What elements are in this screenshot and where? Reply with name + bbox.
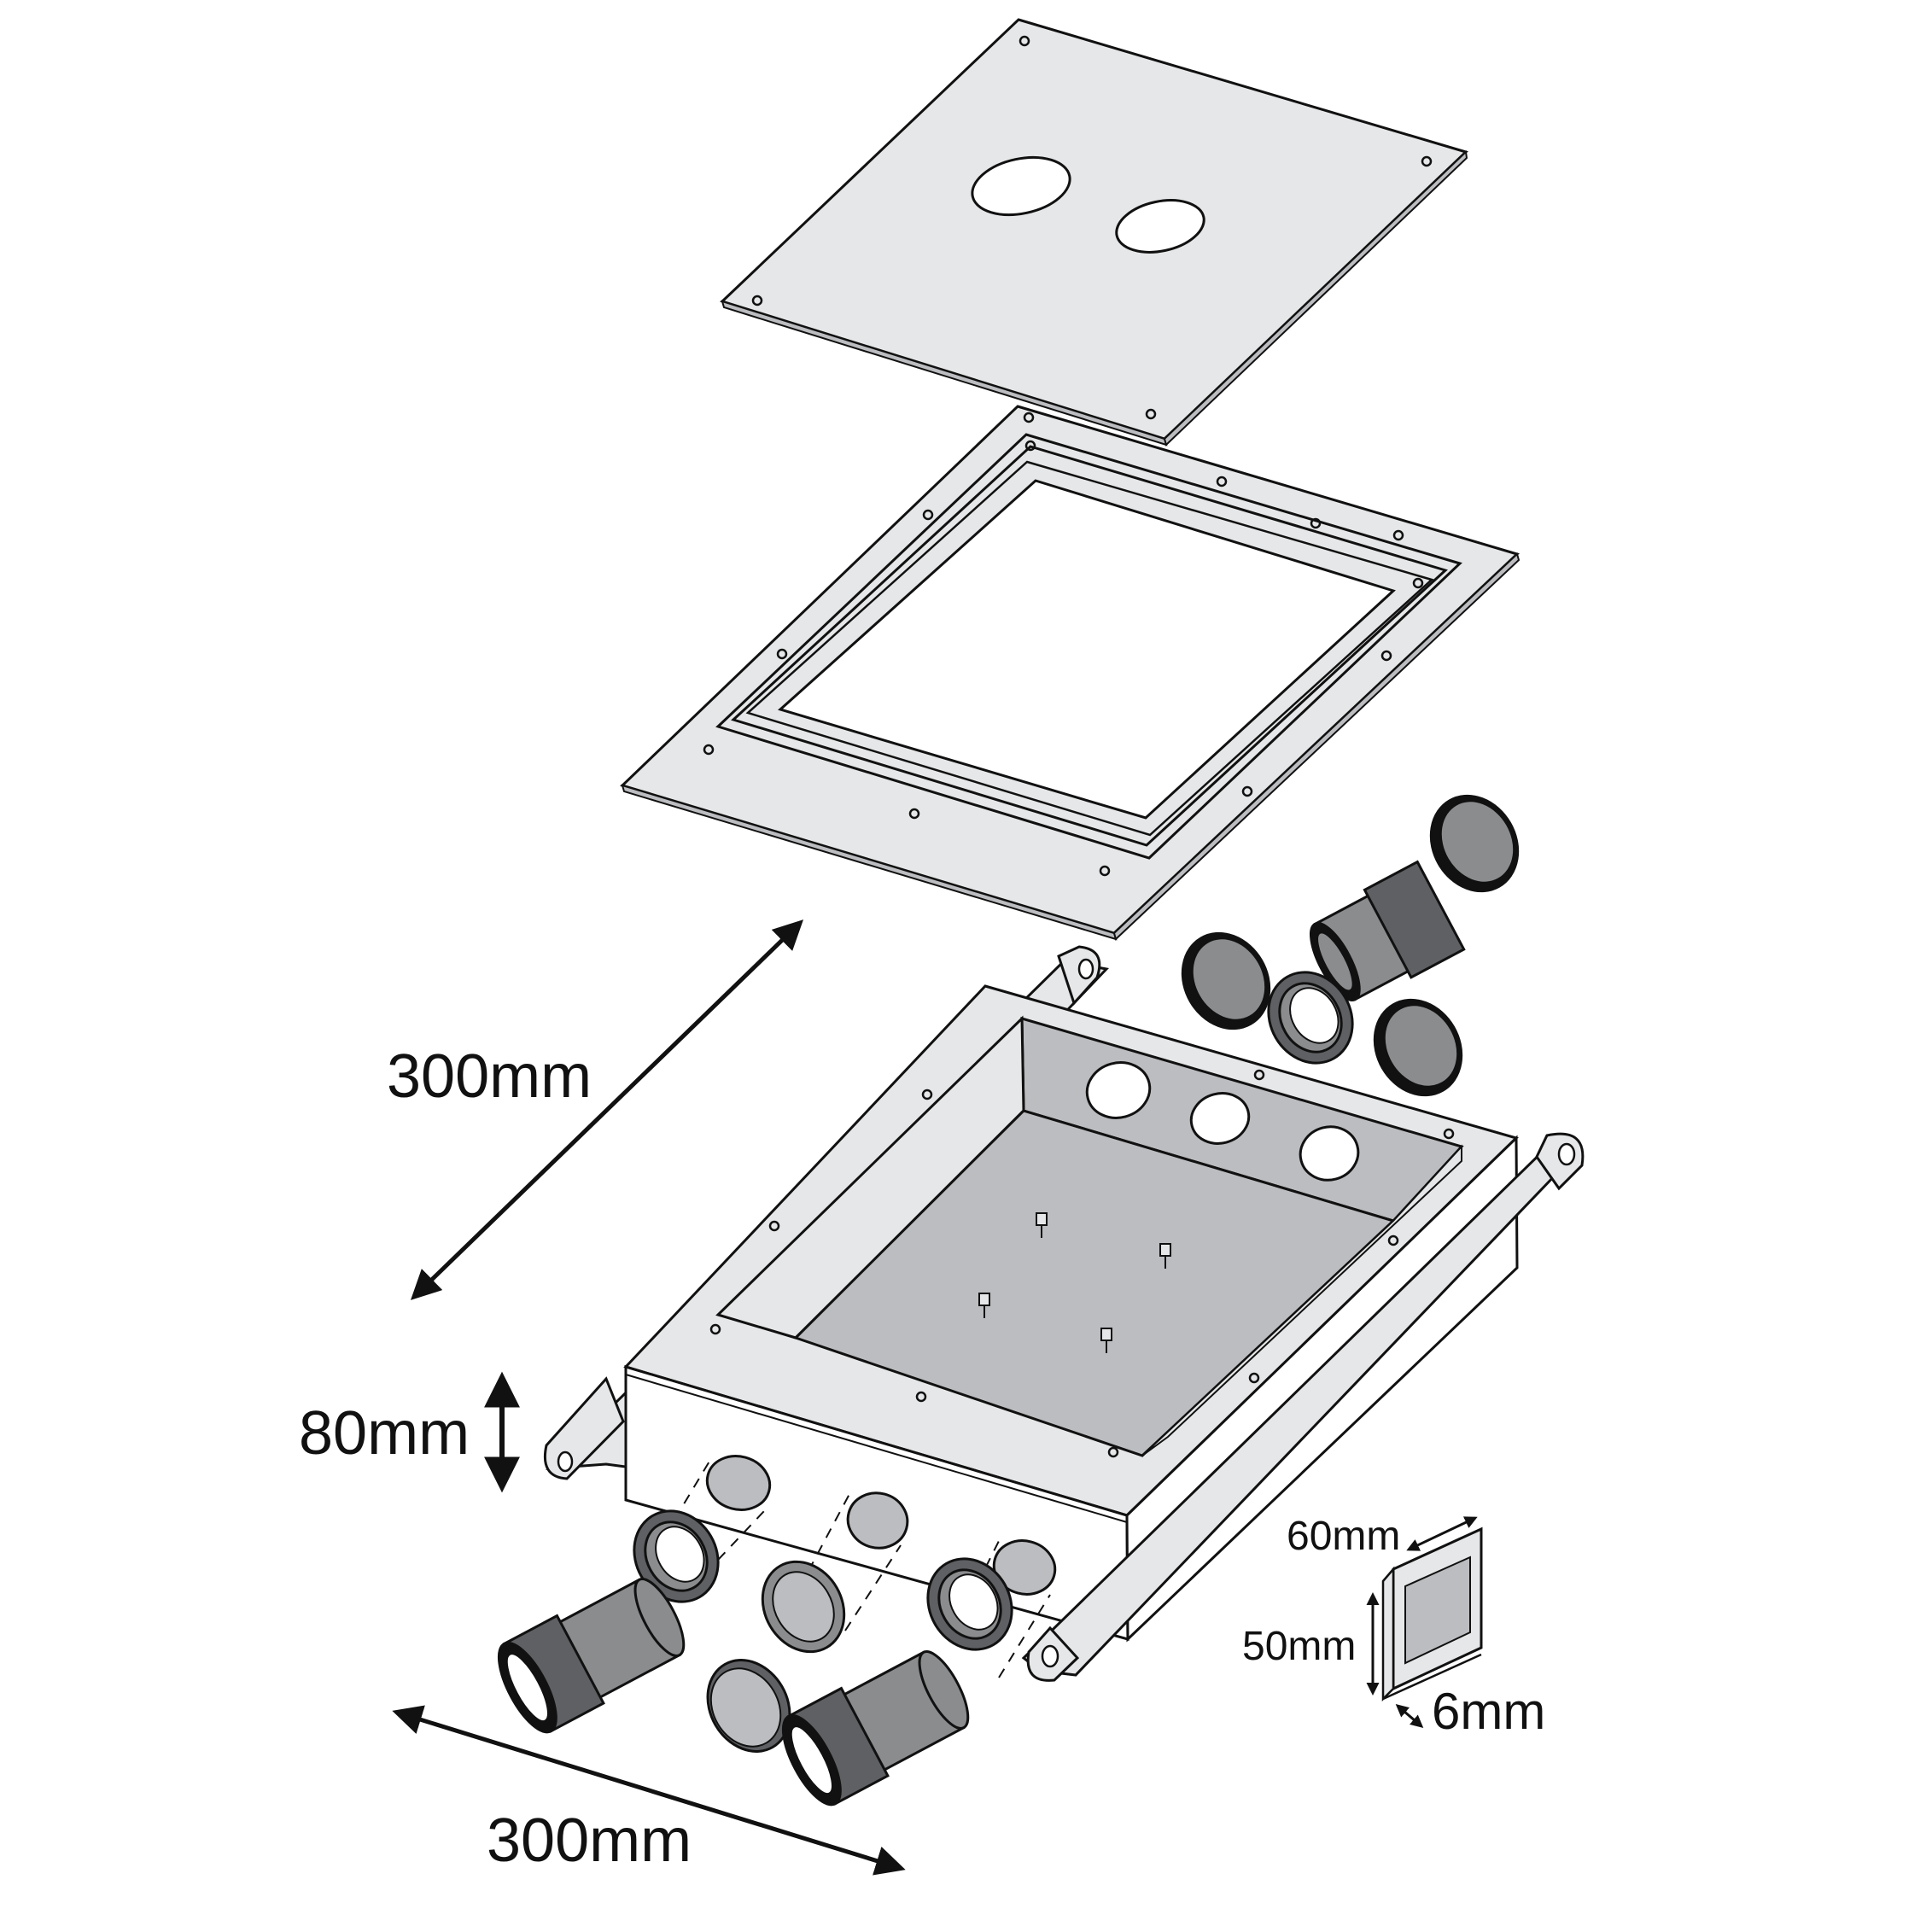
depth-dimension: 300mm [387,919,804,1300]
width-dimension: 300mm [392,1705,906,1876]
mounting-lug-front [1021,1132,1585,1682]
height-dim-label: 80mm [299,1399,470,1468]
spacer-dimensions: 60mm 50mm 6mm [1242,1514,1545,1740]
spacer-height-label: 50mm [1242,1624,1356,1669]
locknut-icon [633,1509,1013,1651]
cover-plate-icon [720,18,1468,447]
spacer-width-label: 60mm [1287,1514,1400,1559]
floor-studs [978,1212,1171,1353]
width-dim-label: 300mm [487,1807,692,1875]
spacer-block-icon [1381,1526,1483,1702]
rear-fittings [1181,794,1520,1097]
depth-dim-label: 300mm [387,1042,592,1111]
height-dimension: 80mm [299,1371,520,1493]
cover-hole-left [971,155,1071,217]
frame-flange-icon [620,405,1521,941]
spacer-thickness-label: 6mm [1432,1683,1545,1740]
cover-hole-right [1115,199,1205,254]
